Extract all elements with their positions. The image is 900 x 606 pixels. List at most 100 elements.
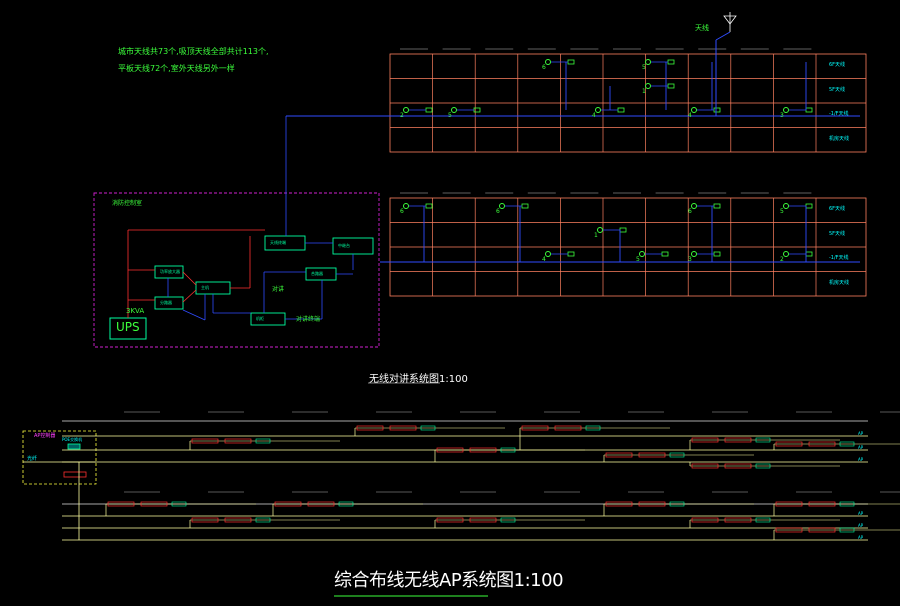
antenna-tag: 天线: [695, 24, 709, 32]
wifi-ap-box-a-12: [605, 501, 633, 507]
wifi-ap-box-a-6: [691, 463, 719, 469]
wifi-ap-port-1: [420, 425, 436, 431]
wifi-ap-port-2: [500, 447, 516, 453]
antenna-symbol-bot-r1-0: [403, 203, 409, 209]
control-box-label-3: 主机: [201, 285, 209, 290]
wifi-ap-system: [22, 382, 900, 597]
wifi-ap-port-4: [669, 452, 685, 458]
antenna-port-bot-r1-0: [425, 203, 433, 209]
antenna-symbol-bot-r3-2: [691, 251, 697, 257]
wifi-row-end-label-1: AP: [858, 445, 864, 450]
wifi-ap-port-3: [585, 425, 601, 431]
ctrl-side-text-1: 对讲: [272, 286, 285, 293]
wifi-ap-port-11: [500, 517, 516, 523]
wifi-rack-border: [22, 430, 97, 485]
wifi-ap-box-b-1: [389, 425, 417, 431]
antenna-number-bot-r3-1: 5: [636, 256, 640, 263]
antenna-number-bot-r1-0: 6: [400, 208, 404, 215]
antenna-number-bot-r1-3: 5: [780, 208, 784, 215]
wifi-ap-port-0: [255, 438, 271, 444]
antenna-number-bot-r3-0: 4: [542, 256, 546, 263]
wifi-ap-box-a-13: [691, 517, 719, 523]
wifi-ap-box-b-11: [469, 517, 497, 523]
wifi-row-end-label-4: AP: [858, 523, 864, 528]
wifi-rack-item-1: POE交换机: [62, 437, 83, 442]
antenna-symbol-top-r1-0: [545, 59, 551, 65]
wifi-ap-box-a-15: [775, 527, 803, 533]
antenna-symbol-top-r1-1: [645, 59, 651, 65]
wifi-ap-port-9: [255, 517, 271, 523]
labels-top-label-1: 5F天线: [829, 86, 846, 93]
wifi-ap-box-b-4: [638, 452, 666, 458]
antenna-port-top-r3-3: [713, 107, 721, 113]
wifi-ap-box-a-9: [191, 517, 219, 523]
ups-label: UPS: [116, 320, 140, 334]
antenna-symbol-top-r2-0: [645, 83, 651, 89]
antenna-symbol-bot-r1-3: [783, 203, 789, 209]
antenna-number-top-r3-0: 2: [400, 112, 404, 119]
antenna-symbol-top-r3-3: [691, 107, 697, 113]
wifi-ap-box-a-14: [775, 501, 803, 507]
design-note-line2: 平板天线72个,室外天线另外一样: [118, 64, 235, 73]
wifi-ap-box-b-15: [808, 527, 836, 533]
antenna-port-bot-r3-1: [661, 251, 669, 257]
antenna-port-bot-r3-3: [805, 251, 813, 257]
red-wire-4: [182, 271, 197, 286]
labels-bottom-label-0: 6F天线: [829, 206, 846, 212]
control-box-4: [154, 296, 184, 310]
antenna-symbol-top-r3-4: [783, 107, 789, 113]
antenna-symbol-bot-r1-1: [499, 203, 505, 209]
wifi-ap-port-10: [338, 501, 354, 507]
control-box-label-4: 分路器: [160, 300, 172, 305]
antenna-symbol-top-r3-1: [451, 107, 457, 113]
antenna-symbol-top-r3-0: [403, 107, 409, 113]
wifi-ap-box-a-11: [436, 517, 464, 523]
wifi-ap-box-b-8: [140, 501, 168, 507]
wifi-ap-box-a-1: [356, 425, 384, 431]
antenna-port-top-r3-4: [805, 107, 813, 113]
wifi-ap-port-8: [171, 501, 187, 507]
antenna-port-bot-r2-0: [619, 227, 627, 233]
control-room-border: [93, 192, 380, 348]
mast-antenna-icon: [723, 15, 737, 25]
wifi-rack-device: [67, 443, 81, 450]
wifi-ap-box-b-6: [724, 463, 752, 469]
wifi-ap-box-b-9: [224, 517, 252, 523]
wifi-ap-box-b-3: [554, 425, 582, 431]
wifi-ap-port-13: [755, 517, 771, 523]
blue-wire-9: [182, 309, 206, 321]
control-box-label-0: 天线终端: [270, 240, 286, 245]
wifi-ap-port-14: [839, 501, 855, 507]
antenna-number-top-r1-1: 5: [642, 64, 646, 71]
antenna-number-bot-r1-1: 6: [496, 208, 500, 215]
wifi-ap-box-b-10: [307, 501, 335, 507]
antenna-symbol-top-r3-2: [595, 107, 601, 113]
antenna-port-bot-r1-3: [805, 203, 813, 209]
wifi-ap-box-a-2: [436, 447, 464, 453]
antenna-number-top-r3-4: 3: [780, 112, 784, 119]
antenna-number-bot-r2-0: 1: [594, 232, 598, 239]
antenna-symbol-bot-r2-0: [597, 227, 603, 233]
wifi-ap-box-b-7: [808, 441, 836, 447]
design-note-line1: 城市天线共73个,吸顶天线全部共计113个,: [118, 47, 269, 56]
antenna-port-top-r1-0: [567, 59, 575, 65]
wifi-row-end-label-0: AP: [858, 431, 864, 436]
antenna-port-bot-r3-2: [713, 251, 721, 257]
labels-bottom-label-2: -1/F天线: [829, 255, 849, 261]
wifi-ap-port-7: [839, 441, 855, 447]
wifi-ap-box-b-13: [724, 517, 752, 523]
red-wire-5: [182, 289, 197, 303]
antenna-number-top-r3-1: 5: [448, 112, 452, 119]
wifi-ap-box-a-7: [775, 441, 803, 447]
control-box-label-2: 功率放大器: [160, 269, 180, 274]
labels-bottom-label-3: 机房天线: [829, 279, 850, 286]
control-box-label-5: 合路器: [311, 271, 323, 276]
antenna-number-top-r1-0: 6: [542, 64, 546, 71]
labels-top-label-2: -1/F天线: [829, 111, 849, 117]
control-box-label-1: 中继台: [338, 243, 350, 248]
wifi-ap-box-b-2: [469, 447, 497, 453]
radio-system-title: 无线对讲系统图1:100: [369, 374, 468, 385]
antenna-symbol-bot-r3-0: [545, 251, 551, 257]
wifi-ap-port-15: [839, 527, 855, 533]
